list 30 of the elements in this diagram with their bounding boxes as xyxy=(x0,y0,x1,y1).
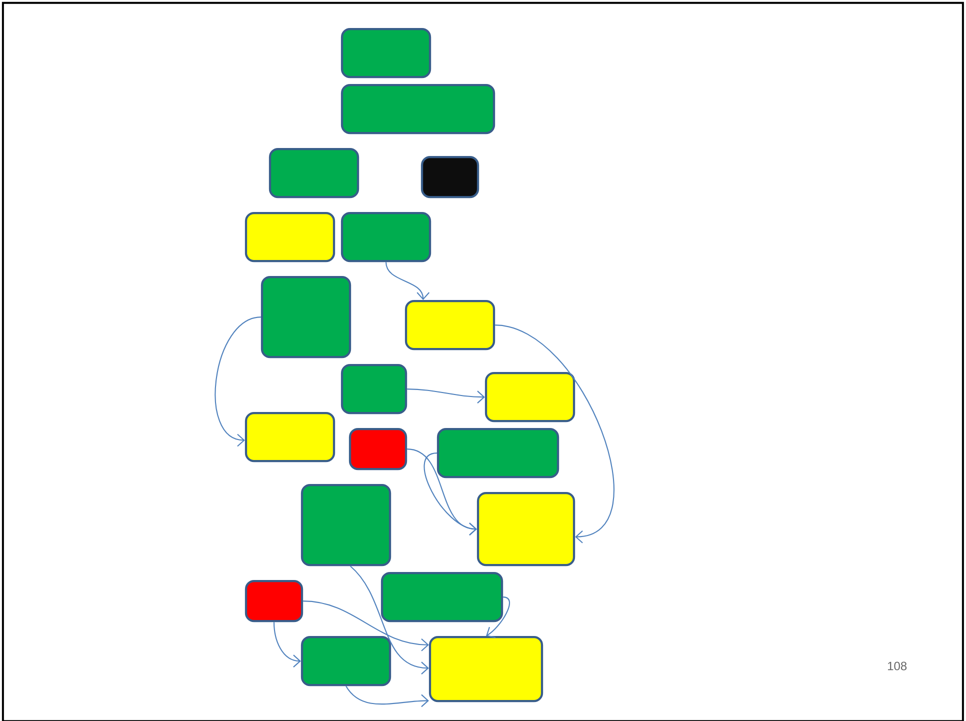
rounded-box xyxy=(348,428,408,470)
rounded-box xyxy=(260,276,352,358)
arrow xyxy=(346,686,429,708)
arrow xyxy=(273,622,301,668)
rounded-box xyxy=(300,636,392,686)
rounded-box xyxy=(340,84,496,134)
arrow xyxy=(385,262,430,300)
rounded-box xyxy=(420,156,480,198)
arrow xyxy=(214,316,262,447)
rounded-box xyxy=(380,572,504,622)
rounded-box xyxy=(300,484,392,566)
arrow xyxy=(424,452,477,536)
rounded-box xyxy=(340,28,432,78)
arrow xyxy=(486,596,510,638)
rounded-box xyxy=(436,428,560,478)
arrow xyxy=(407,388,485,404)
rounded-box xyxy=(244,212,336,262)
rounded-box xyxy=(404,300,496,350)
arrow xyxy=(350,566,429,674)
rounded-box xyxy=(268,148,360,198)
rounded-box xyxy=(244,412,336,462)
arrow xyxy=(303,600,429,652)
page-number: 108 xyxy=(888,662,907,670)
rounded-box xyxy=(428,636,544,702)
arrow xyxy=(494,324,614,544)
rounded-box xyxy=(340,212,432,262)
rounded-box xyxy=(340,364,408,414)
rounded-box xyxy=(476,492,576,566)
rounded-box xyxy=(484,372,576,422)
rounded-box xyxy=(244,580,304,622)
